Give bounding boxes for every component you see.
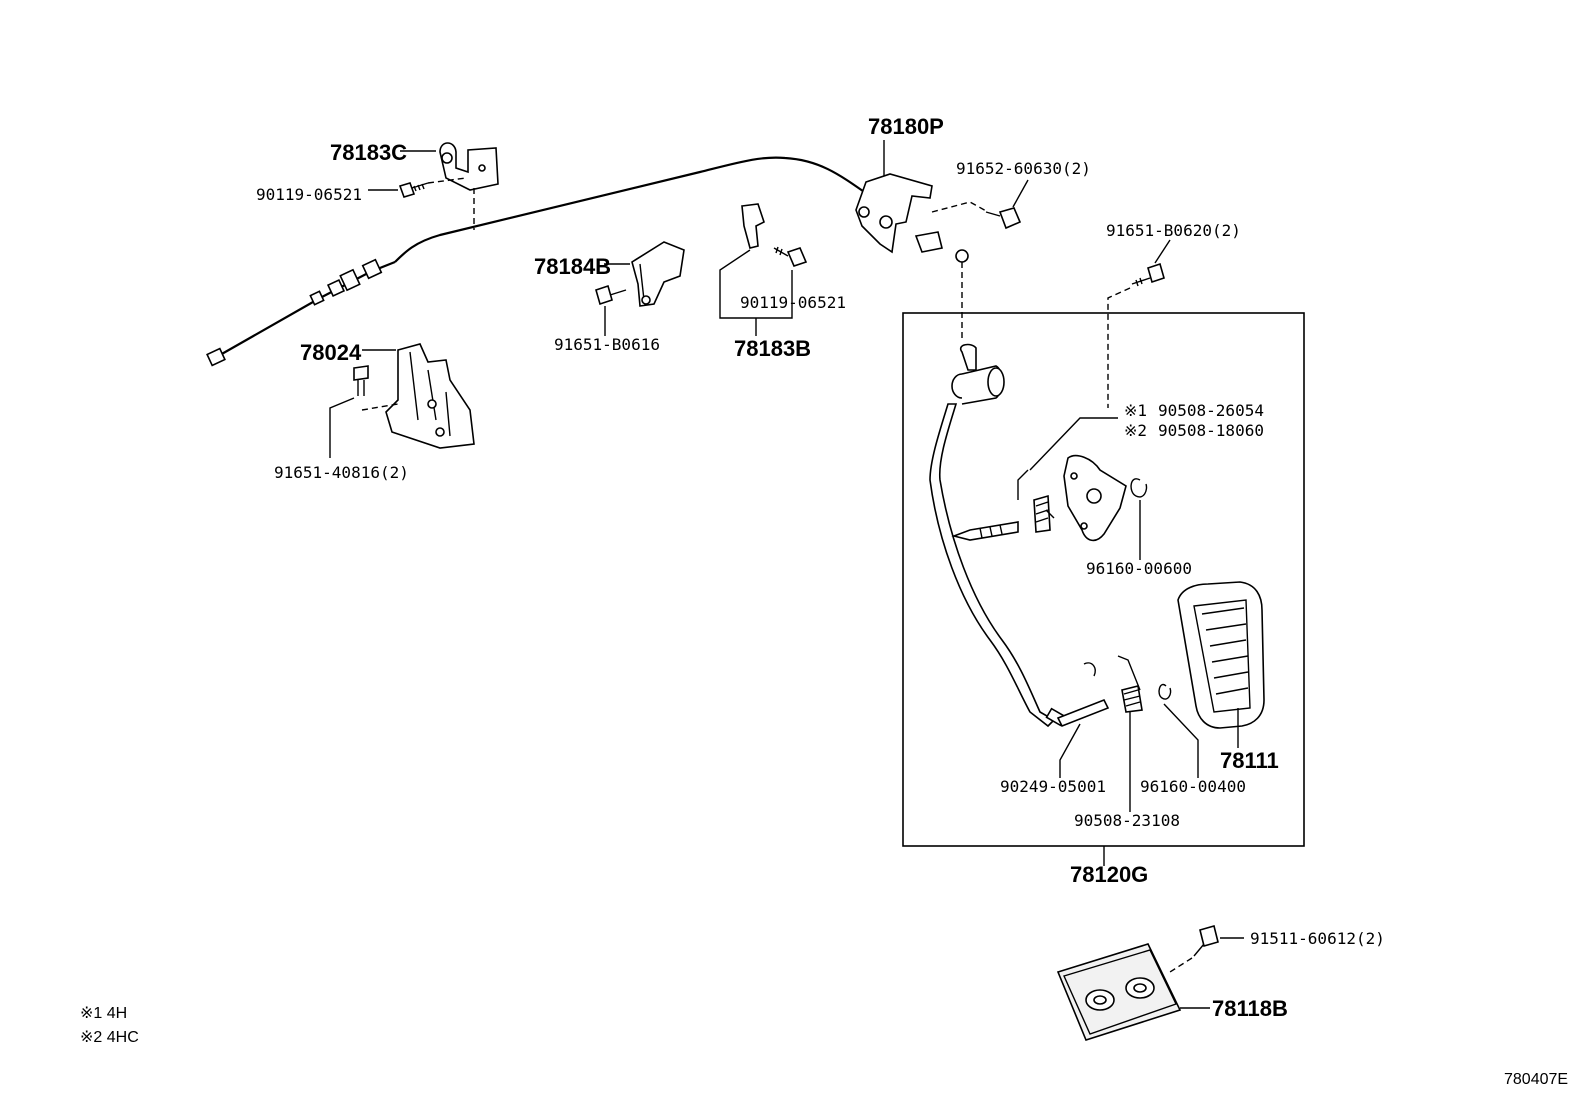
- spring-90508-26054: [1017, 417, 1118, 533]
- label-78111: 78111: [1220, 748, 1279, 773]
- bolt-91651-B0620: [1107, 239, 1171, 408]
- pedal-pad-78111: [1177, 581, 1265, 748]
- pad-78118B: [1056, 943, 1210, 1041]
- bracket-78183C: [400, 142, 499, 230]
- label-90119-06521-b: 90119-06521: [740, 293, 846, 312]
- label-78118B: 78118B: [1212, 996, 1288, 1021]
- label-90249-05001: 90249-05001: [1000, 777, 1106, 796]
- bracket-78180P: [855, 140, 989, 340]
- pin-90249-05001: [1056, 698, 1110, 778]
- diagram-id: 780407E: [1504, 1071, 1568, 1088]
- assembly-78120G: [902, 312, 1305, 866]
- bolt-91511-60612: [1169, 925, 1244, 973]
- label-91651-40816: 91651-40816(2): [274, 463, 409, 482]
- pedal-arm: [929, 343, 1067, 728]
- label-78120G: 78120G: [1070, 862, 1148, 887]
- label-91511-60612: 91511-60612(2): [1250, 929, 1385, 948]
- pivot-bolt: [951, 521, 1019, 541]
- label-mark-2: ※2: [1124, 421, 1147, 440]
- note-1: ※1 4H: [80, 1005, 127, 1022]
- accelerator-cable: [206, 156, 871, 367]
- label-96160-00600: 96160-00600: [1086, 559, 1192, 578]
- label-90508-26054: 90508-26054: [1158, 401, 1264, 420]
- label-78183B: 78183B: [734, 336, 811, 361]
- bolt-90119-06521-b: [773, 246, 808, 267]
- label-91651-B0620: 91651-B0620(2): [1106, 221, 1241, 240]
- label-mark-1: ※1: [1124, 401, 1147, 420]
- label-91652-60630: 91652-60630(2): [956, 159, 1091, 178]
- label-78183C: 78183C: [330, 140, 407, 165]
- bolt-90119-06521-a: [368, 177, 467, 198]
- label-90119-06521-a: 90119-06521: [256, 185, 362, 204]
- label-90508-23108: 90508-23108: [1074, 811, 1180, 830]
- labels: 78180P 78183C 90119-06521 91652-60630(2)…: [80, 114, 1568, 1088]
- bracket-plate: [1063, 454, 1127, 542]
- bolt-91651-B0616: [595, 284, 627, 336]
- label-78180P: 78180P: [868, 114, 944, 139]
- label-78024: 78024: [300, 340, 362, 365]
- label-91651-B0616: 91651-B0616: [554, 335, 660, 354]
- note-2: ※2 4HC: [80, 1029, 139, 1046]
- clip-78183B: [719, 203, 793, 336]
- clip-96160-00600: [1130, 478, 1148, 560]
- bracket-78184B: [604, 241, 685, 307]
- clip-96160-00400: [1158, 683, 1199, 778]
- bracket-78024: [362, 343, 475, 449]
- label-96160-00400: 96160-00400: [1140, 777, 1246, 796]
- label-90508-18060: 90508-18060: [1158, 421, 1264, 440]
- label-78184B: 78184B: [534, 254, 611, 279]
- bolt-91651-40816: [329, 365, 399, 458]
- spring-90508-23108: [1083, 655, 1143, 812]
- bolt-91652-60630: [985, 179, 1029, 230]
